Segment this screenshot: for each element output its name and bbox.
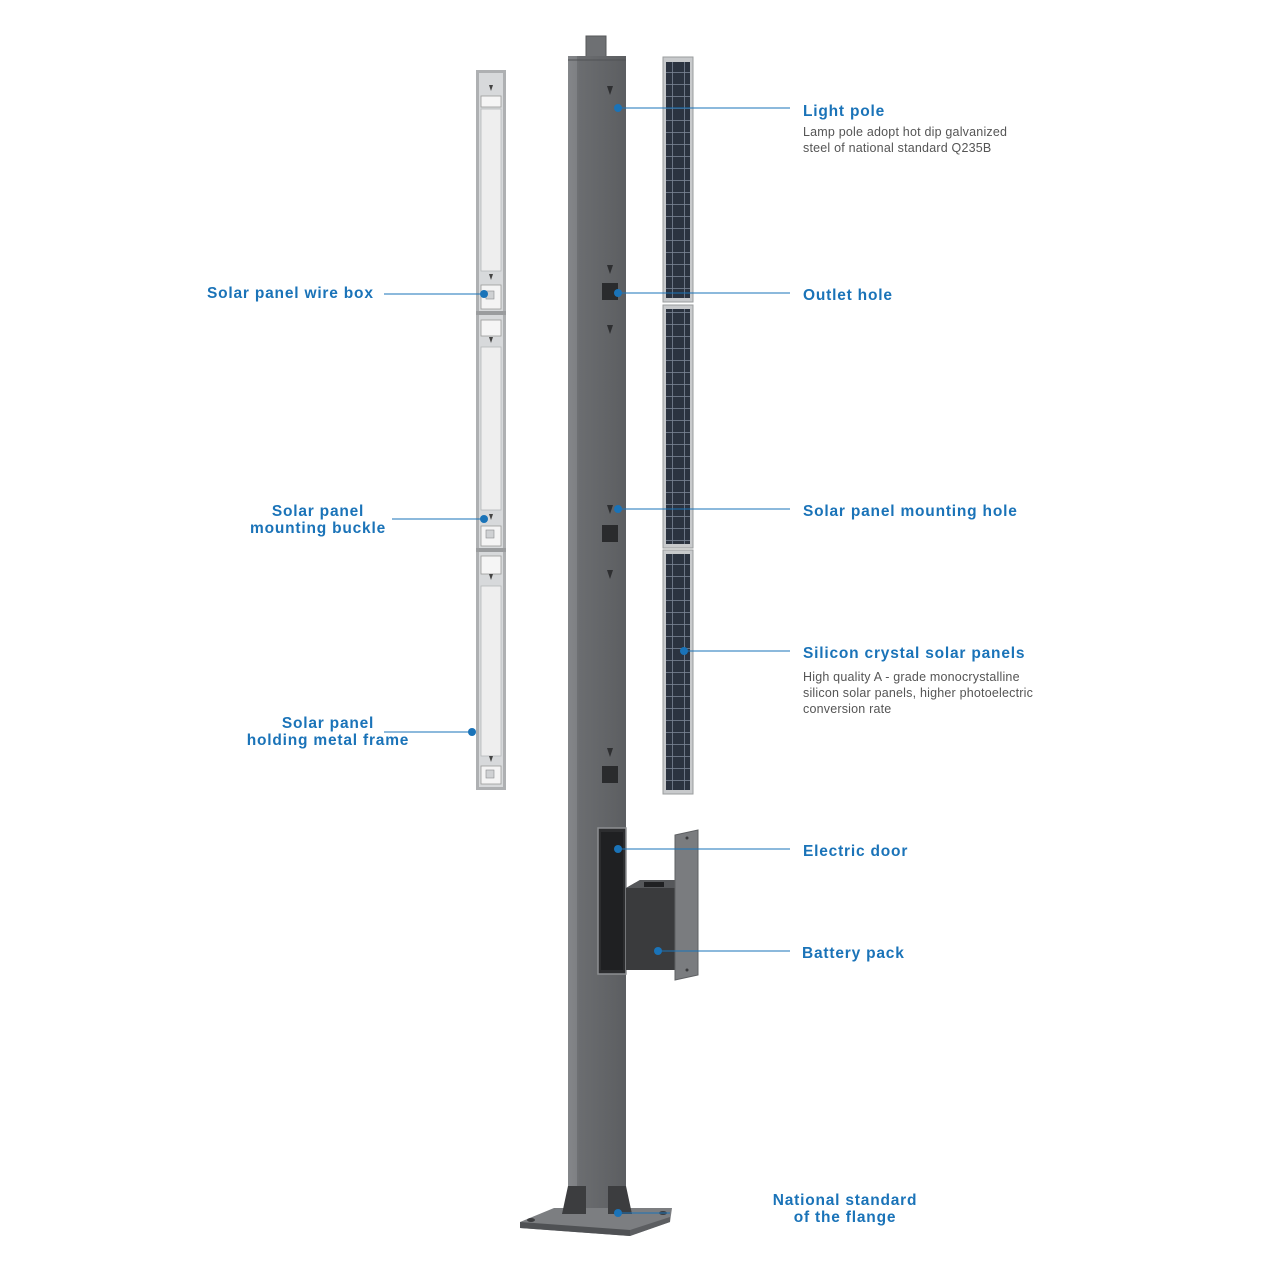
label-line: Solar panel — [271, 503, 365, 520]
label-solar-panel-holding-metal-frame: Solar panel holding metal frame — [236, 715, 420, 749]
label-flange: National standard of the flange — [760, 1192, 930, 1226]
leader-dots — [468, 104, 688, 1217]
solar-panel-holding-frame — [476, 70, 506, 790]
leader-lines — [384, 107, 790, 1214]
label-line: holding metal frame — [246, 732, 410, 749]
label-solar-panel-wire-box: Solar panel wire box — [207, 285, 374, 302]
label-line: National standard — [772, 1192, 918, 1209]
silicon-crystal-solar-panels — [662, 56, 694, 795]
label-line: mounting buckle — [250, 520, 386, 537]
desc-light-pole: Lamp pole adopt hot dip galvanized steel… — [803, 124, 1007, 156]
desc-line: High quality A - grade monocrystalline — [803, 670, 1020, 684]
desc-line: steel of national standard Q235B — [803, 141, 992, 155]
electric-door-opening — [597, 827, 627, 975]
desc-line: conversion rate — [803, 702, 892, 716]
label-electric-door: Electric door — [803, 843, 909, 860]
label-battery-pack: Battery pack — [802, 945, 905, 962]
light-pole — [568, 35, 626, 1216]
flange-base — [520, 1186, 672, 1236]
label-solar-panel-mounting-hole: Solar panel mounting hole — [803, 503, 1018, 520]
desc-silicon-crystal-solar-panels: High quality A - grade monocrystalline s… — [803, 669, 1033, 717]
door-cover-plate — [674, 829, 699, 981]
label-solar-panel-mounting-buckle: Solar panel mounting buckle — [238, 503, 398, 537]
desc-line: Lamp pole adopt hot dip galvanized — [803, 125, 1008, 139]
label-line: Solar panel — [281, 715, 375, 732]
label-line: of the flange — [793, 1209, 897, 1226]
label-light-pole: Light pole — [803, 103, 886, 120]
label-outlet-hole: Outlet hole — [803, 287, 893, 304]
desc-line: silicon solar panels, higher photoelectr… — [803, 686, 1034, 700]
label-silicon-crystal-solar-panels: Silicon crystal solar panels — [803, 645, 1026, 662]
